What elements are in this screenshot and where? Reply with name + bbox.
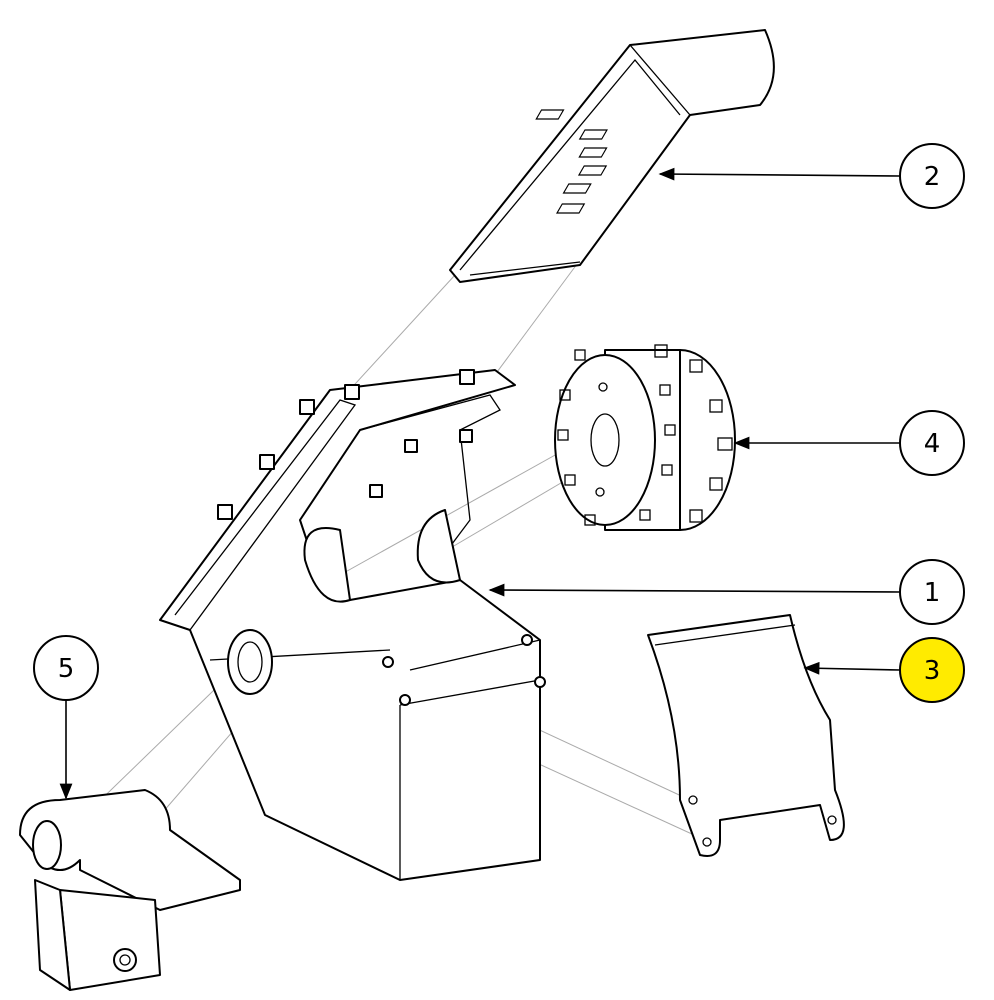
callout-2: 2: [899, 143, 965, 209]
callout-5: 5: [33, 635, 99, 701]
callout-2-label: 2: [924, 162, 941, 192]
callout-1: 1: [899, 559, 965, 625]
part-4-sprocket-drum: [554, 344, 736, 531]
leader-lines: [59, 167, 901, 800]
callout-3-highlighted: 3: [899, 637, 965, 703]
callout-4: 4: [899, 410, 965, 476]
callout-5-label: 5: [58, 654, 75, 684]
callout-3-label: 3: [924, 656, 941, 686]
part-3-curved-guard: [647, 614, 845, 857]
callout-4-label: 4: [924, 429, 941, 459]
part-2-top-cover: [449, 29, 775, 283]
part-1-main-housing: [159, 369, 546, 881]
slot-openings: [535, 109, 608, 214]
part-5-bearing-bracket: [19, 789, 241, 991]
callout-1-label: 1: [924, 578, 941, 608]
